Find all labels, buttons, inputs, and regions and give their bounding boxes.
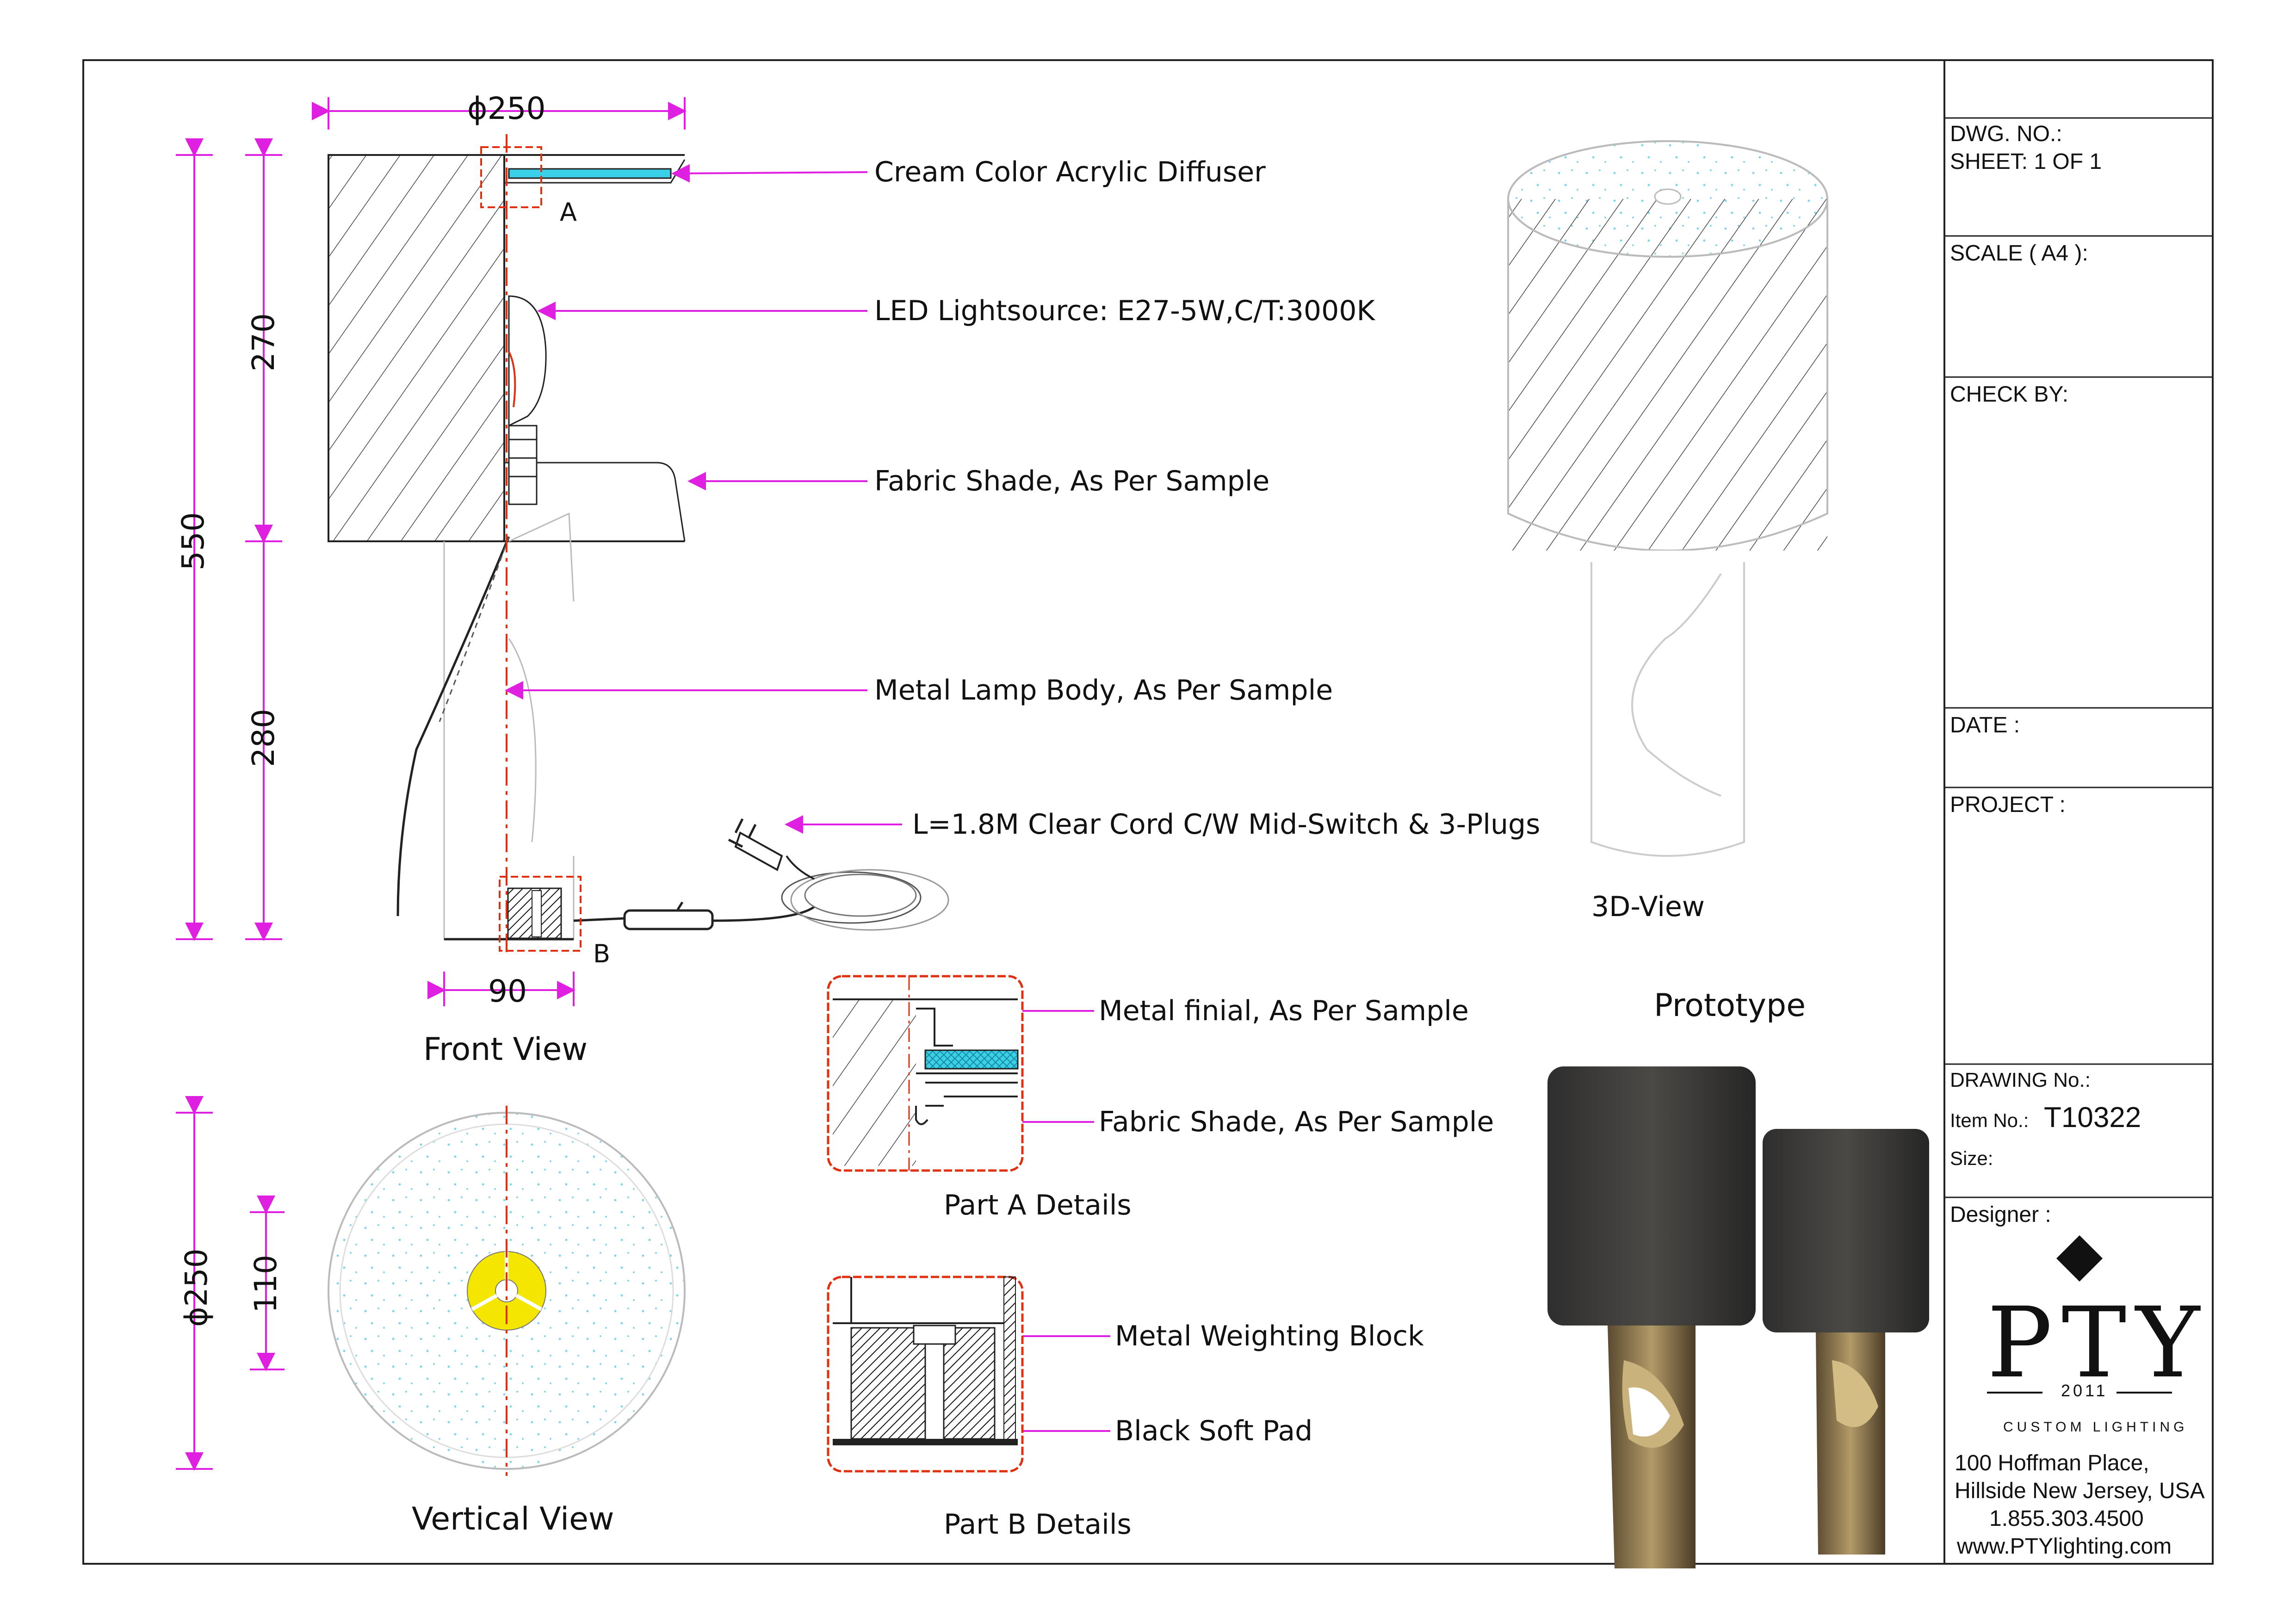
callout-cord: L=1.8M Clear Cord C/W Mid-Switch & 3-Plu… (912, 808, 1541, 841)
dimension-lines (176, 97, 687, 1471)
marker-b: B (593, 939, 611, 968)
title-3d-view: 3D-View (1591, 891, 1705, 923)
dim-vertical-diameter: ϕ250 (179, 1248, 214, 1327)
bulb (508, 295, 547, 427)
company-web: www.PTYlighting.com (1957, 1534, 2172, 1559)
prototype-photo (1547, 1066, 1929, 1568)
drawing-frame (82, 59, 2214, 1565)
tb-sheet: SHEET: 1 OF 1 (1950, 149, 2102, 174)
vertical-view (328, 1106, 686, 1476)
title-prototype: Prototype (1654, 987, 1806, 1024)
tb-check-by: CHECK BY: (1950, 382, 2069, 407)
callout-diffuser: Cream Color Acrylic Diffuser (874, 156, 1266, 188)
tb-project: PROJECT : (1950, 793, 2066, 817)
dim-base-width: 90 (488, 973, 527, 1009)
weighting-block-detail (850, 1327, 996, 1440)
callout-shade: Fabric Shade, As Per Sample (874, 465, 1270, 497)
title-vertical-view: Vertical View (412, 1501, 614, 1537)
title-block: DWG. NO.: SHEET: 1 OF 1 SCALE ( A4 ): CH… (1944, 0, 2217, 1623)
soft-pad (833, 1439, 1018, 1445)
shade-outline (504, 154, 685, 542)
callout-led: LED Lightsource: E27-5W,C/T:3000K (874, 295, 1375, 327)
callout-shade-detail: Fabric Shade, As Per Sample (1099, 1106, 1494, 1138)
tb-dwg-no: DWG. NO.: (1950, 122, 2062, 146)
part-b-detail (827, 1276, 1024, 1473)
tb-designer: Designer : (1950, 1202, 2051, 1227)
lamp-body (443, 512, 575, 940)
marker-a: A (560, 198, 577, 227)
dim-shade-height: 270 (246, 313, 281, 372)
mid-switch (623, 909, 714, 930)
title-front-view: Front View (423, 1031, 588, 1068)
dim-total-height: 550 (175, 512, 211, 570)
callout-body: Metal Lamp Body, As Per Sample (874, 674, 1333, 706)
title-part-b: Part B Details (944, 1508, 1132, 1541)
dim-body-height: 280 (246, 709, 281, 767)
company-phone: 1.855.303.4500 (1989, 1506, 2144, 1531)
tb-item-no-value: T10322 (2044, 1102, 2141, 1134)
company-year: 2011 (2061, 1381, 2108, 1400)
detail-box-a (480, 146, 542, 208)
title-part-a: Part A Details (944, 1189, 1132, 1221)
part-a-detail (827, 975, 1024, 1172)
dim-finial-diameter: 110 (248, 1255, 284, 1313)
detail-box-b (499, 876, 582, 952)
shade-section (328, 154, 505, 542)
callout-weight: Metal Weighting Block (1115, 1320, 1424, 1352)
tb-size: Size: (1950, 1147, 1993, 1169)
diffuser-mesh (924, 1049, 1019, 1070)
acrylic-diffuser (508, 168, 672, 179)
company-address-1: 100 Hoffman Place, (1955, 1451, 2149, 1475)
tb-drawing-no: DRAWING No.: (1950, 1069, 2091, 1091)
plug-icon (728, 818, 783, 871)
tb-scale: SCALE ( A4 ): (1950, 241, 2088, 266)
title-block-rows (1944, 117, 2213, 1198)
company-name: PTY (1987, 1286, 2209, 1400)
front-view (328, 134, 949, 953)
three-d-view (1507, 140, 1832, 857)
callout-pad: Black Soft Pad (1115, 1415, 1313, 1447)
tb-item-no-label: Item No.: (1950, 1109, 2029, 1131)
pty-logo-diamond-icon (2056, 1235, 2103, 1282)
company-tagline: CUSTOM LIGHTING (2003, 1419, 2188, 1435)
dim-shade-diameter: ϕ250 (467, 91, 546, 126)
tb-date: DATE : (1950, 713, 2020, 737)
company-address-2: Hillside New Jersey, USA (1955, 1479, 2205, 1503)
callout-finial: Metal finial, As Per Sample (1099, 995, 1469, 1027)
